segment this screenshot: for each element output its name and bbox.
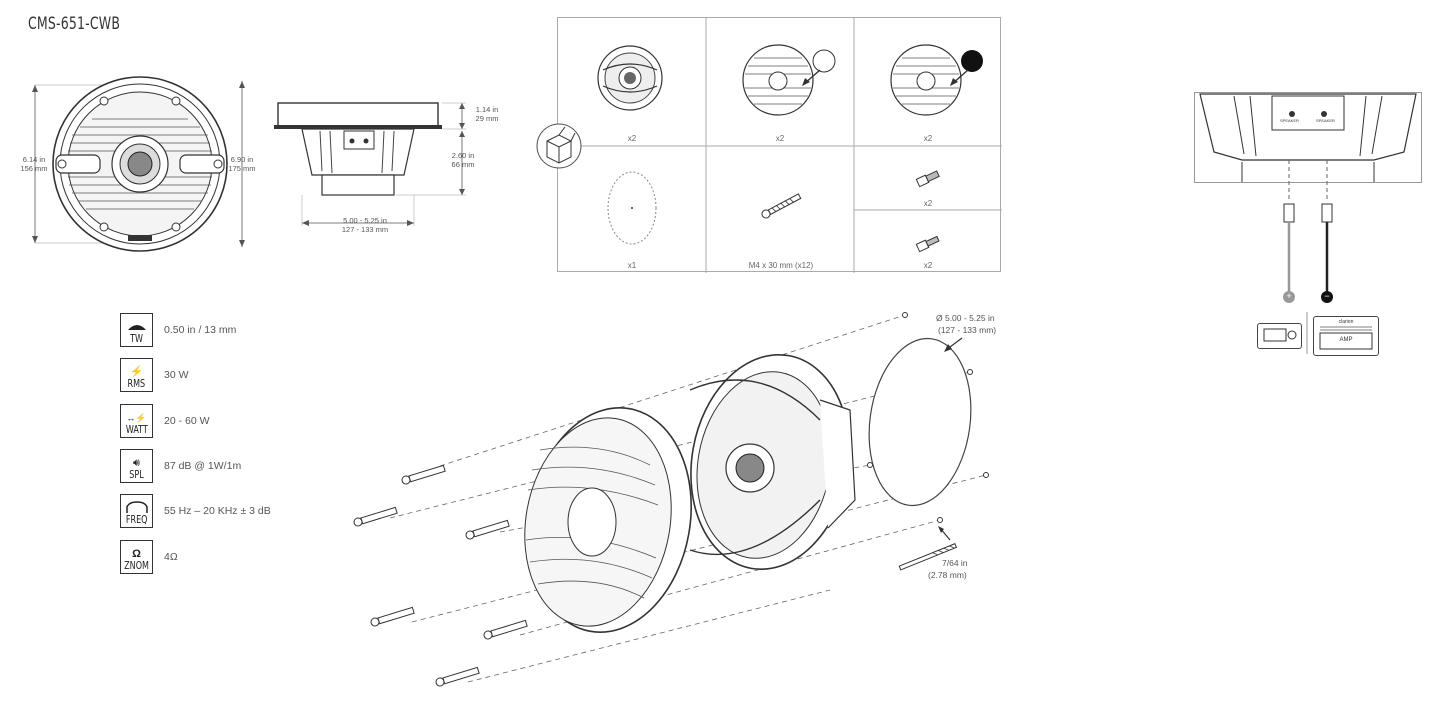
speaker-thumbnail: [597, 45, 663, 111]
terminal-small-qty: x2: [923, 261, 933, 270]
amp-brand: clarion: [1338, 319, 1354, 325]
tweeter-icon: TW: [120, 313, 153, 347]
amp-label: AMP: [1339, 337, 1353, 343]
side-view-drawing: [274, 102, 466, 226]
height-right-mm: 175 mm: [228, 164, 256, 173]
screw-label: M4 x 30 mm (x12): [748, 261, 814, 270]
grille-black-qty: x2: [923, 134, 933, 143]
spec-freq-value: 55 Hz – 20 KHz ± 3 dB: [164, 505, 271, 517]
exploded-install-drawing: [353, 312, 989, 687]
front-view-drawing: [32, 76, 245, 252]
package-contents-grid: x2 x2 x2 x1 M4 x 30 mm (x12) x2 x2: [557, 17, 1002, 273]
terminal-pos-label: SPEAKER: [1280, 118, 1299, 123]
grille-white-thumbnail: [742, 44, 836, 116]
lightning-icon: ⚡ RMS: [120, 358, 153, 392]
depth-top-mm: 29 mm: [475, 114, 499, 123]
speaker-sound-icon: 🔊︎ SPL: [120, 449, 153, 483]
template-qty: x1: [627, 261, 637, 270]
model-title: CMS-651-CWB: [28, 14, 121, 34]
depth-bottom-in: 2.60 in: [451, 151, 475, 160]
spec-znom: Ω ZNOM 4Ω: [120, 540, 340, 576]
width-in: 5.00 - 5.25 in: [343, 216, 387, 225]
positive-symbol: +: [1286, 291, 1292, 301]
spec-watt-value: 20 - 60 W: [164, 415, 210, 427]
spec-freq: FREQ 55 Hz – 20 KHz ± 3 dB: [120, 494, 340, 530]
height-left-mm: 156 mm: [20, 164, 48, 173]
frequency-curve-icon: FREQ: [120, 494, 153, 528]
spec-tweeter: TW 0.50 in / 13 mm: [120, 313, 340, 349]
spec-rms: ⚡ RMS 30 W: [120, 358, 340, 394]
amplifier-icon: clarion AMP: [1313, 316, 1379, 356]
terminal-neg-label: SPEAKER: [1316, 118, 1335, 123]
drill-in: 7/64 in: [942, 558, 968, 568]
template-thumbnail: [607, 171, 657, 245]
screw-set: [353, 464, 528, 687]
package-box-icon: [536, 123, 582, 169]
drill-mm: (2.78 mm): [928, 570, 967, 580]
spec-spl-value: 87 dB @ 1W/1m: [164, 460, 242, 472]
height-left-in: 6.14 in: [22, 155, 46, 164]
grille-white-qty: x2: [775, 134, 785, 143]
cutout-mm: (127 - 133 mm): [938, 325, 997, 335]
package-grid-lines: [558, 18, 1002, 273]
depth-bottom-mm: 66 mm: [451, 160, 475, 169]
drill-bit: [898, 543, 958, 571]
depth-top-in: 1.14 in: [475, 105, 499, 114]
terminal-large-thumbnail: [915, 170, 940, 188]
height-right-in: 6.90 in: [230, 155, 254, 164]
negative-symbol: −: [1324, 291, 1330, 301]
cutout-in: Ø 5.00 - 5.25 in: [936, 313, 995, 323]
spec-znom-value: 4Ω: [164, 551, 178, 563]
screw-thumbnail: [761, 193, 802, 219]
spec-spl: 🔊︎ SPL 87 dB @ 1W/1m: [120, 449, 340, 485]
spec-watt: ↔⚡ WATT 20 - 60 W: [120, 404, 340, 440]
ohm-icon: Ω ZNOM: [120, 540, 153, 574]
spec-tweeter-value: 0.50 in / 13 mm: [164, 324, 237, 336]
grille-black-thumbnail: [890, 44, 983, 116]
terminal-large-qty: x2: [923, 199, 933, 208]
terminal-small-thumbnail: [915, 235, 940, 253]
spec-rms-value: 30 W: [164, 369, 189, 381]
speaker-qty: x2: [627, 134, 637, 143]
peak-power-icon: ↔⚡ WATT: [120, 404, 153, 438]
wiring-diagram: [1194, 92, 1422, 354]
width-mm: 127 - 133 mm: [341, 225, 389, 234]
head-unit-icon: [1257, 323, 1302, 349]
